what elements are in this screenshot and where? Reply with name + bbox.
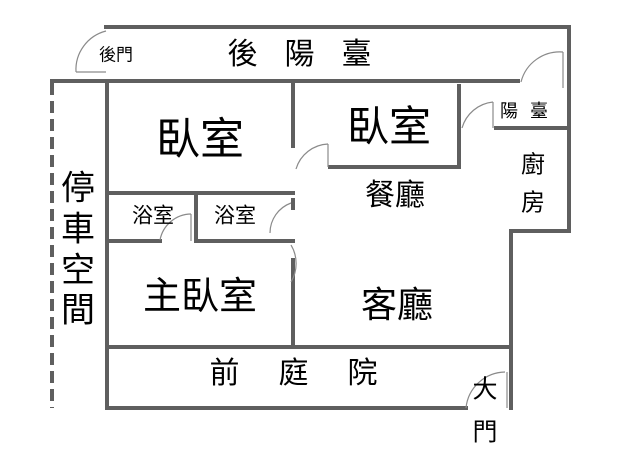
label-bathroom-1: 浴室	[132, 203, 174, 228]
label-bathroom-2: 浴室	[214, 203, 256, 228]
master-door-swing	[290, 244, 297, 283]
label-front-yard: 前庭院	[209, 356, 417, 391]
small-balcony-door-swing	[461, 101, 494, 129]
label-master-bedroom: 主臥室	[142, 274, 258, 318]
label-small-balcony: 陽臺	[500, 101, 560, 122]
bath2-door-swing	[269, 202, 292, 234]
label-parking-space: 停車空間	[61, 168, 95, 331]
back-door-swing	[75, 30, 107, 73]
label-back-balcony: 後陽臺	[227, 37, 399, 72]
label-living-room: 客廳	[360, 285, 434, 326]
bath1-door-swing	[159, 213, 192, 241]
label-dining-room: 餐廳	[365, 178, 425, 213]
label-back-door: 後門	[99, 45, 133, 66]
main-door-swing	[465, 371, 506, 409]
label-bedroom-1: 臥室	[156, 114, 244, 165]
balcony-door-swing	[520, 51, 564, 83]
label-kitchen: 廚房	[521, 150, 545, 217]
label-bedroom-2: 臥室	[346, 102, 432, 151]
label-main-door: 大門	[472, 374, 498, 447]
bed2-door-swing	[295, 143, 329, 170]
